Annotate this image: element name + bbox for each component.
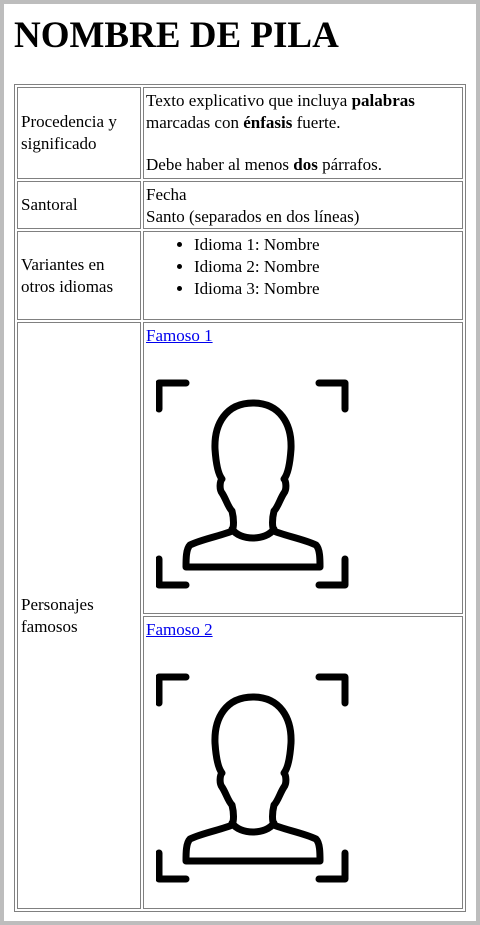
- page-title: NOMBRE DE PILA: [14, 15, 339, 56]
- santoral-content-cell: Fecha Santo (separados en dos líneas): [143, 181, 463, 229]
- list-item: Idioma 2: Nombre: [194, 256, 460, 278]
- origin-label: Procedencia y significado: [21, 112, 117, 153]
- user-portrait-icon: [156, 379, 349, 589]
- origin-paragraph-2: Debe haber al menos dos párrafos.: [146, 155, 383, 174]
- famous-2-cell: Famoso 2: [143, 616, 463, 909]
- santoral-saint: Santo (separados en dos líneas): [146, 207, 360, 226]
- famous-2-link[interactable]: Famoso 2: [146, 620, 213, 639]
- origin-paragraph-1: Texto explicativo que incluya palabras m…: [146, 91, 415, 132]
- famous-1-cell: Famoso 1: [143, 322, 463, 614]
- list-item: Idioma 1: Nombre: [194, 234, 460, 256]
- variants-content-cell: Idioma 1: Nombre Idioma 2: Nombre Idioma…: [143, 231, 463, 320]
- santoral-date: Fecha: [146, 185, 187, 204]
- name-table: Procedencia y significado Texto explicat…: [14, 84, 466, 912]
- user-portrait-icon: [156, 673, 349, 883]
- santoral-label-cell: Santoral: [17, 181, 141, 229]
- variants-list: Idioma 1: Nombre Idioma 2: Nombre Idioma…: [146, 234, 460, 300]
- variants-label: Variantes en otros idiomas: [21, 254, 114, 296]
- famous-label: Personajes famosos: [21, 594, 94, 636]
- list-item: Idioma 3: Nombre: [194, 278, 460, 300]
- origin-content-cell: Texto explicativo que incluya palabras m…: [143, 87, 463, 179]
- famous-label-cell: Personajes famosos: [17, 322, 141, 909]
- famous-1-link[interactable]: Famoso 1: [146, 326, 213, 345]
- santoral-label: Santoral: [21, 195, 78, 214]
- origin-label-cell: Procedencia y significado: [17, 87, 141, 179]
- variants-label-cell: Variantes en otros idiomas: [17, 231, 141, 320]
